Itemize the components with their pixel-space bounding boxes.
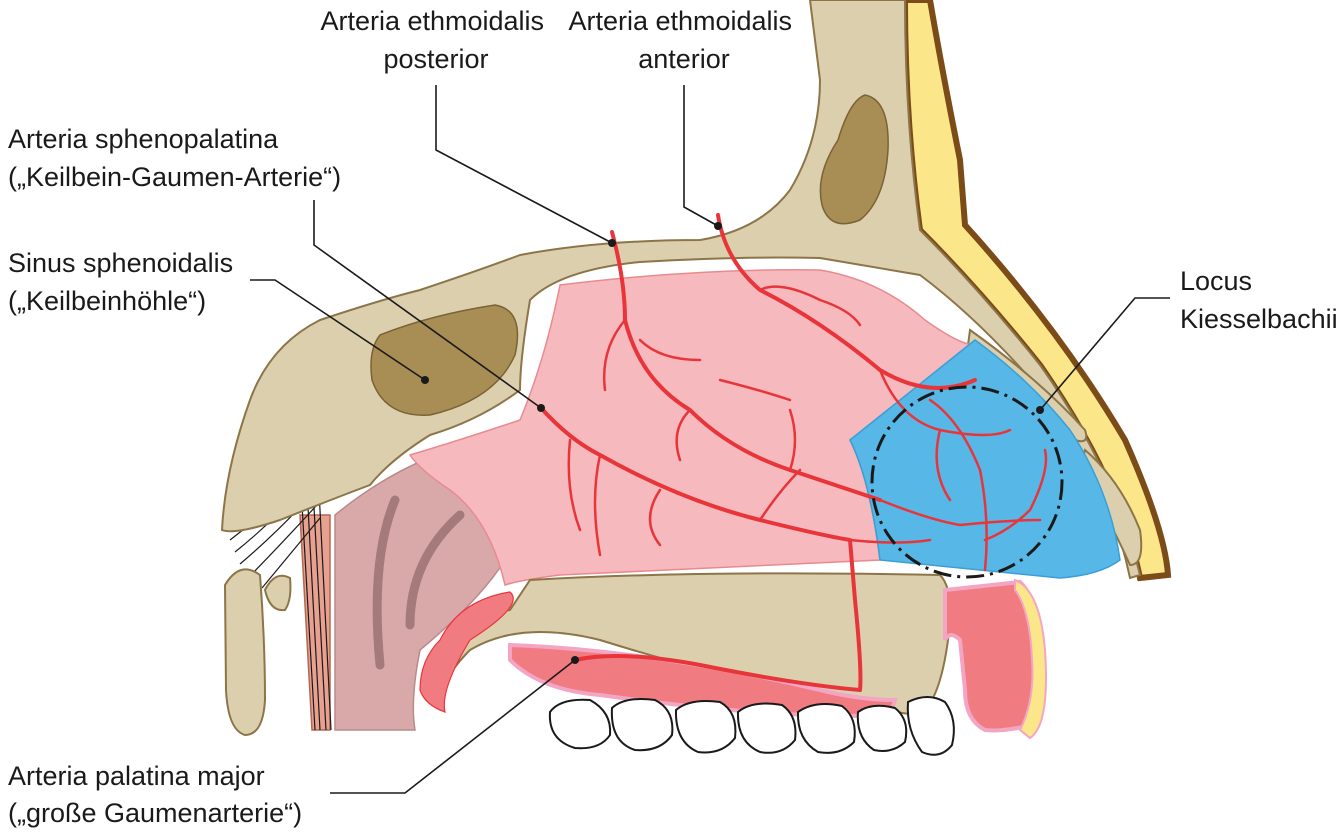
ethmoid-anterior-artery — [716, 213, 977, 390]
label-ethmoid-anterior: Arteria ethmoidalis anterior — [568, 6, 799, 74]
label-line: („Keilbeinhöhle“) — [8, 286, 206, 316]
leader-lines — [250, 85, 1170, 794]
label-locus: Locus Kiesselbachii — [1180, 266, 1338, 334]
label-line: Kiesselbachii — [1180, 304, 1338, 334]
tooth — [610, 698, 674, 752]
leader-dot — [421, 376, 429, 384]
locus-area — [849, 339, 1121, 579]
teeth — [548, 696, 955, 756]
lip-skin — [1014, 578, 1047, 740]
muscle-fibres — [229, 469, 332, 731]
label-sphenopalatina: Arteria sphenopalatina („Keilbein-Gaumen… — [8, 124, 341, 192]
label-line: Arteria ethmoidalis — [568, 6, 792, 36]
septal-mucosa — [408, 269, 978, 586]
leader-dot — [571, 656, 579, 664]
pterygoid-process — [263, 574, 292, 612]
maxillary-tuberosity — [223, 568, 267, 737]
labels: Arteria ethmoidalis posterior Arteria et… — [8, 6, 1338, 828]
soft-palate-groove-1 — [372, 495, 400, 670]
label-line: („große Gaumenarterie“) — [8, 798, 302, 828]
frontal-sinus — [819, 94, 889, 225]
label-line: Locus — [1180, 266, 1252, 296]
leader-dot — [1036, 406, 1044, 414]
label-line: Sinus sphenoidalis — [8, 248, 233, 278]
tooth — [736, 702, 797, 754]
leader-dot — [537, 404, 545, 412]
leader-dot — [714, 222, 722, 230]
tooth — [674, 700, 737, 754]
label-line: Arteria palatina major — [8, 761, 265, 791]
tooth — [856, 704, 908, 752]
leader-dot — [608, 239, 616, 247]
locus-circle — [870, 385, 1064, 579]
label-line: anterior — [638, 44, 730, 74]
label-line: Arteria sphenopalatina — [8, 124, 279, 154]
sphenopalatine-artery — [539, 406, 863, 692]
leader-ethmoid-posterior — [435, 85, 613, 244]
tooth — [548, 698, 612, 750]
label-line: („Keilbein-Gaumen-Arterie“) — [8, 162, 341, 192]
arteries — [539, 213, 1048, 692]
leader-palatina — [330, 659, 576, 794]
soft-palate-groove-2 — [405, 510, 465, 630]
leader-sphenopalatina — [313, 200, 542, 409]
leader-sphenoidalis — [250, 279, 426, 381]
label-sphenoidalis: Sinus sphenoidalis („Keilbeinhöhle“) — [8, 248, 241, 316]
anatomy-illustration — [220, 0, 1172, 756]
label-line: posterior — [383, 44, 488, 74]
label-ethmoid-posterior: Arteria ethmoidalis posterior — [320, 6, 551, 74]
leader-locus — [1039, 297, 1170, 411]
palate-mucosa — [419, 591, 514, 713]
tooth — [906, 696, 955, 756]
leader-ethmoid-anterior — [683, 85, 719, 227]
label-line: Arteria ethmoidalis — [320, 6, 544, 36]
tooth — [796, 703, 856, 754]
label-palatina: Arteria palatina major („große Gaumenart… — [8, 761, 302, 828]
sphenoid-sinus — [370, 304, 519, 416]
